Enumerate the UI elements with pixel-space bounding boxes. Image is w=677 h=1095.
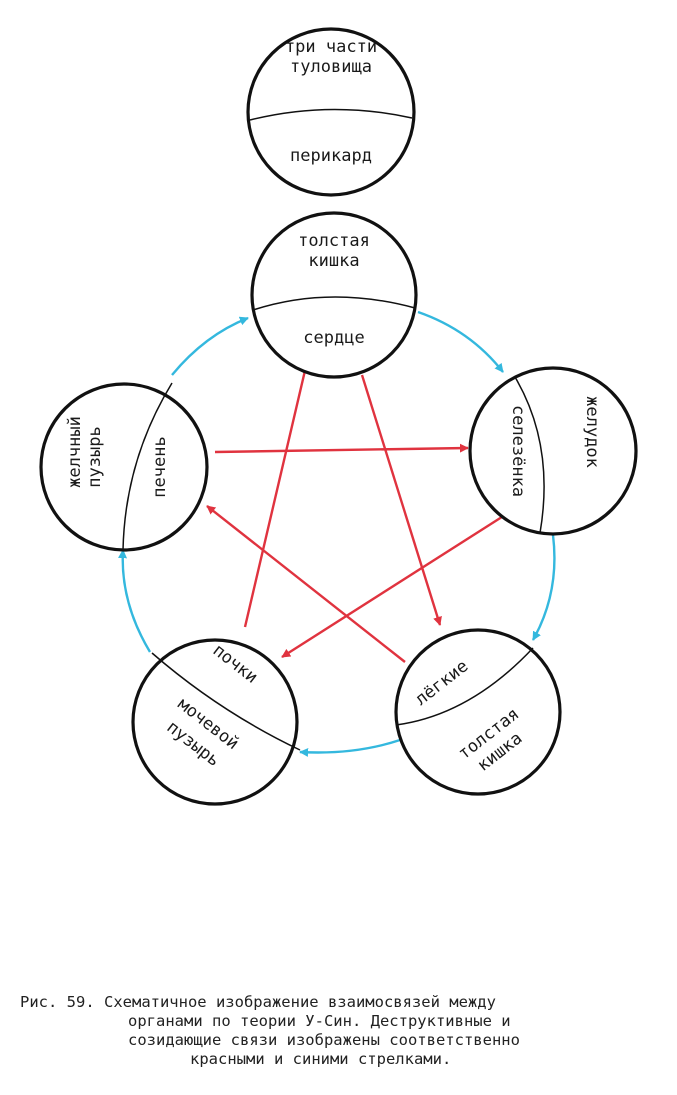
caption-line-1: Рис. 59. Схематичное изображение взаимос… [20,993,496,1011]
arrow-spleen-to-lungs [531,534,556,641]
liver-outer-line-1: желчный [65,416,85,488]
arrow-liver-to-spleen [214,443,469,454]
spleen-inner-line-1: селезёнка [508,405,528,497]
caption-line-3: созидающие связи изображены соответствен… [128,1031,520,1049]
destructive-star [206,361,506,663]
node-heart: толстая кишка сердце [250,211,418,379]
caption-line-4: красными и синими стрелками. [190,1050,452,1068]
heart-lower-line-1: сердце [303,328,364,348]
node-kidneys: почки мочевой пузырь [131,638,301,806]
caption-line-2: органами по теории У-Син. Деструктивные … [128,1012,511,1030]
node-liver: желчный пузырь печень [39,382,209,552]
liver-inner-line-1: печень [150,436,170,497]
arrow-lungs-to-liver [206,505,406,663]
arrow-heart-to-spleen [417,310,504,373]
spleen-outer-line-1: желудок [582,396,602,468]
node-spleen: желудок селезёнка [468,366,638,536]
figure-caption: Рис. 59. Схематичное изображение взаимос… [0,993,677,1088]
arrow-liver-to-heart [171,316,249,376]
node-lungs: лёгкие толстая кишка [394,628,562,796]
arrow-kidneys-to-heart [243,361,310,628]
heart-upper-line-1: толстая [298,231,370,251]
constructive-cycle [118,310,556,757]
arrow-heart-to-lungs [360,374,442,626]
arrow-spleen-to-kidneys [281,513,506,659]
pericardium-upper-line-2: туловища [290,57,372,77]
pericardium-upper-line-1: три части [285,37,377,57]
arrow-kidneys-to-liver [118,549,152,653]
arrow-lungs-to-kidneys [299,738,401,757]
liver-outer-line-2: пузырь [85,426,105,487]
heart-upper-line-2: кишка [308,251,359,271]
node-pericardium: три части туловища перикард [246,27,416,197]
pericardium-lower-line-1: перикард [290,146,372,166]
